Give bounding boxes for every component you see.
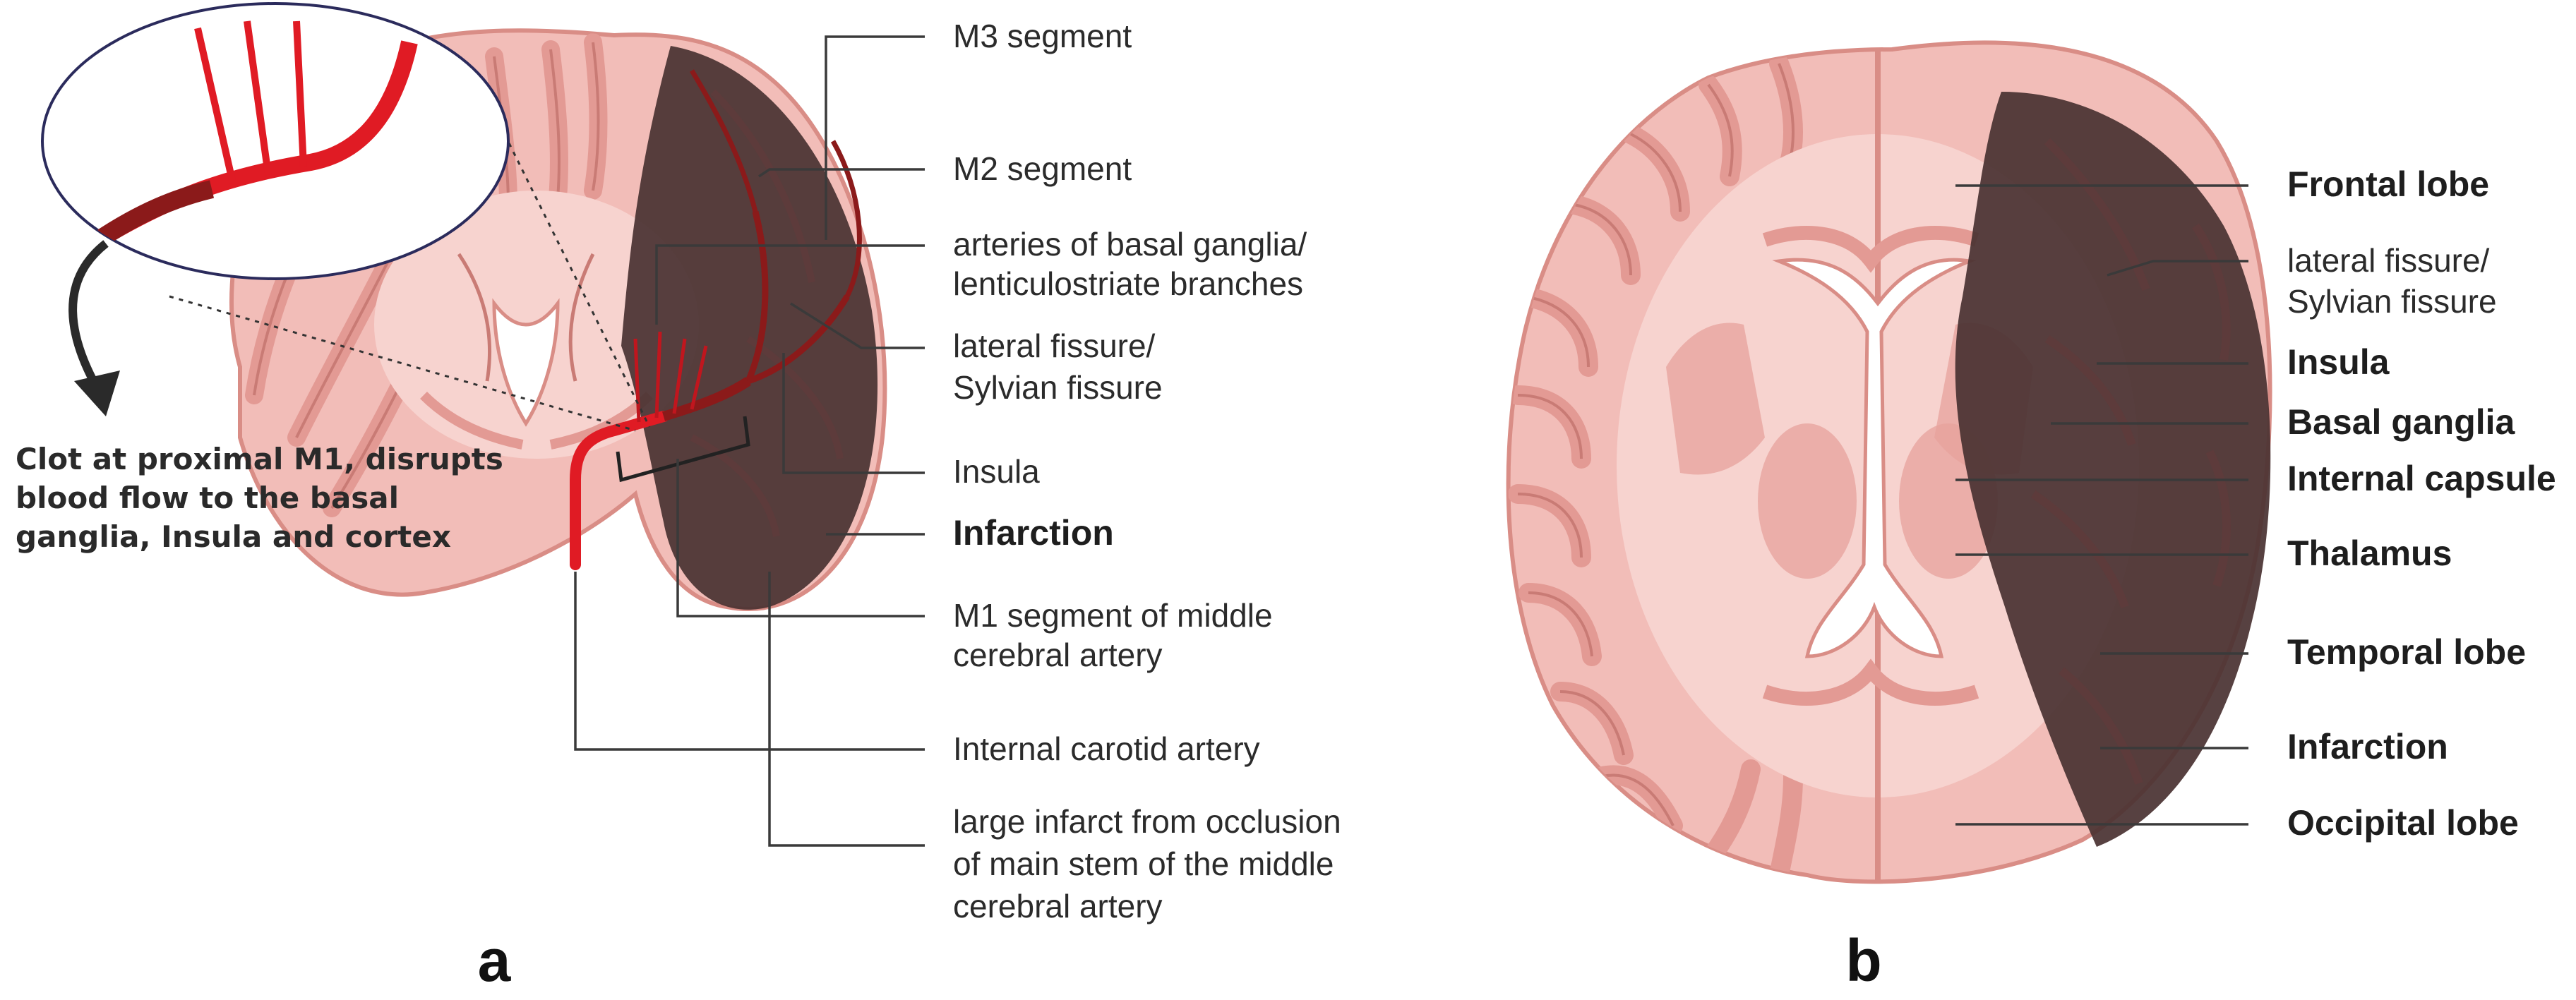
- label-internal-capsule: Internal capsule: [2287, 459, 2556, 498]
- label-large-infarct-2: of main stem of the middle: [953, 845, 1334, 882]
- label-basal-arteries-1: arteries of basal ganglia/: [953, 226, 1307, 263]
- label-infarction-b: Infarction: [2287, 727, 2448, 766]
- label-m3: M3 segment: [953, 18, 1132, 54]
- clot-arrowhead: [74, 371, 120, 416]
- label-large-infarct-3: cerebral artery: [953, 888, 1163, 924]
- clot-arrow: [68, 240, 109, 387]
- label-basal-arteries-2: lenticulostriate branches: [953, 265, 1303, 302]
- panel-letter-a: a: [478, 927, 512, 994]
- label-m1-1: M1 segment of middle: [953, 597, 1273, 634]
- clot-note-line-3: ganglia, Insula and cortex: [16, 519, 451, 554]
- panel-letter-b: b: [1845, 927, 1881, 994]
- m2-vessel: [745, 210, 850, 385]
- label-thalamus: Thalamus: [2287, 534, 2452, 573]
- label-infarction-a: Infarction: [953, 513, 1114, 553]
- clot-note: Clot at proximal M1, disrupts blood flow…: [16, 442, 503, 554]
- infarct-region-b: [1955, 92, 2271, 847]
- label-lateral-fissure-b-2: Sylvian fissure: [2287, 283, 2497, 320]
- label-large-infarct-1: large infarct from occlusion: [953, 803, 1341, 840]
- panel-b-leaders: [1955, 184, 2248, 826]
- infarct-sulci-b: [2030, 138, 2231, 785]
- label-insula-a: Insula: [953, 453, 1040, 490]
- m3-vessel: [689, 69, 862, 298]
- label-ica: Internal carotid artery: [953, 730, 1260, 767]
- panel-b-labels: Frontal lobe lateral fissure/ Sylvian fi…: [2287, 164, 2556, 843]
- label-lateral-fissure-b-1: lateral fissure/: [2287, 242, 2490, 279]
- axial-brain-section: [1506, 40, 2272, 884]
- label-occipital-lobe: Occipital lobe: [2287, 803, 2519, 843]
- label-insula-b: Insula: [2287, 342, 2390, 382]
- label-m1-2: cerebral artery: [953, 637, 1163, 673]
- label-basal-ganglia: Basal ganglia: [2287, 402, 2516, 442]
- magnified-clot-view: [41, 2, 651, 432]
- infarct-region-a: [621, 46, 878, 610]
- lateral-ventricles: [1772, 258, 1977, 658]
- label-frontal-lobe: Frontal lobe: [2287, 164, 2489, 204]
- m1-bracket: [616, 416, 750, 483]
- panel-a-leaders: [574, 35, 925, 847]
- lenticulostriate-vessels: [633, 331, 708, 423]
- label-lateral-fissure-a-1: lateral fissure/: [953, 327, 1156, 364]
- internal-carotid-artery-vessel: [570, 411, 669, 570]
- middle-cerebral-artery: [570, 69, 862, 570]
- clot-note-line-2: blood flow to the basal: [16, 481, 399, 515]
- panel-a-labels: M3 segment M2 segment arteries of basal …: [953, 18, 1341, 924]
- clot-note-line-1: Clot at proximal M1, disrupts: [16, 442, 503, 476]
- infarct-sulci-a: [690, 89, 844, 537]
- label-m2: M2 segment: [953, 150, 1132, 187]
- label-lateral-fissure-a-2: Sylvian fissure: [953, 369, 1163, 406]
- label-temporal-lobe: Temporal lobe: [2287, 632, 2526, 672]
